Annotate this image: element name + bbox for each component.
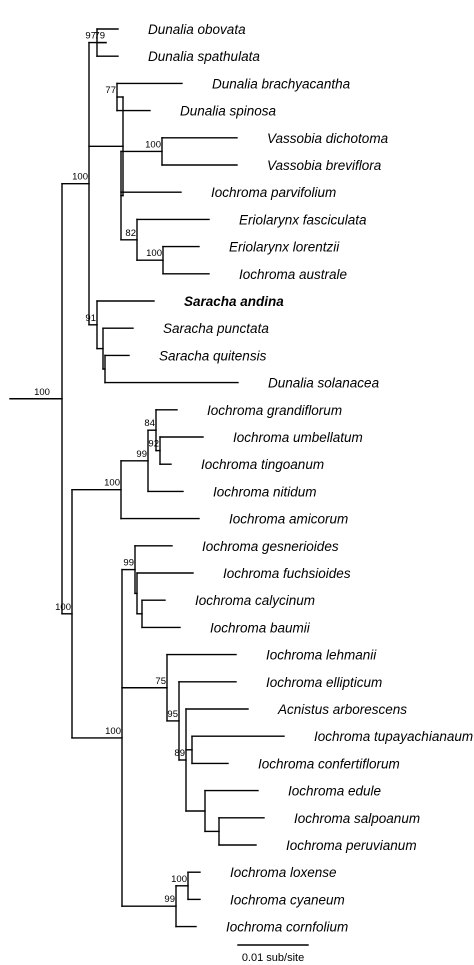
taxon-label: Iochroma calycinum: [195, 593, 315, 608]
taxon-label: Iochroma ellipticum: [266, 675, 382, 690]
taxon-label: Iochroma nitidum: [213, 484, 317, 499]
taxon-label: Iochroma confertiflorum: [258, 756, 400, 771]
scale-bar: 0.01 sub/site: [237, 944, 309, 964]
support-value: 97: [85, 31, 96, 42]
tree-branches: [9, 28, 285, 928]
support-value: 100: [105, 726, 121, 737]
taxon-label: Iochroma umbellatum: [233, 430, 363, 445]
support-value: 100: [72, 172, 88, 183]
taxon-label: Iochroma edule: [288, 784, 381, 799]
taxon-label: Dunalia obovata: [148, 22, 246, 37]
taxon-label: Dunalia spathulata: [148, 49, 260, 64]
taxon-label: Saracha quitensis: [159, 348, 267, 363]
support-value: 75: [155, 676, 166, 687]
taxon-label: Eriolarynx fasciculata: [239, 212, 367, 227]
taxon-label: Iochroma baumii: [210, 620, 311, 635]
taxon-label: Dunalia brachyacantha: [212, 76, 351, 91]
scale-bar-label: 0.01 sub/site: [242, 952, 304, 964]
taxon-label: Iochroma tupayachianaum: [314, 729, 473, 744]
support-value: 91: [85, 313, 96, 324]
support-value: 99: [136, 449, 147, 460]
support-value: 79: [94, 31, 105, 42]
taxon-label: Iochroma cyaneum: [230, 892, 345, 907]
taxon-label: Dunalia solanacea: [268, 376, 380, 391]
taxon-label: Iochroma fuchsioides: [223, 566, 351, 581]
support-value: 84: [144, 418, 155, 429]
taxon-label: Iochroma salpoanum: [294, 811, 420, 826]
support-value: 100: [145, 139, 161, 150]
support-value: 95: [167, 709, 178, 720]
support-value: 100: [104, 478, 120, 489]
taxon-label: Iochroma parvifolium: [211, 185, 336, 200]
taxon-label: Acnistus arborescens: [277, 702, 407, 717]
support-value: 100: [146, 248, 162, 259]
taxon-label: Iochroma gesnerioides: [202, 539, 339, 554]
taxon-label: Iochroma amicorum: [229, 512, 348, 527]
taxon-label: Saracha andina: [184, 294, 284, 309]
taxon-label: Iochroma loxense: [230, 865, 337, 880]
support-value: 99: [164, 894, 175, 905]
support-value: 100: [55, 602, 71, 613]
support-value: 82: [125, 228, 136, 239]
support-value: 77: [105, 85, 116, 96]
taxon-label: Saracha punctata: [163, 321, 269, 336]
support-value: 100: [171, 874, 187, 885]
taxon-label: Iochroma australe: [239, 267, 347, 282]
taxon-label: Iochroma peruvianum: [286, 838, 417, 853]
taxon-label: Iochroma grandiflorum: [207, 403, 342, 418]
support-value: 99: [123, 558, 134, 569]
taxon-label: Vassobia breviflora: [267, 158, 382, 173]
support-value: 92: [148, 439, 159, 450]
support-value: 89: [174, 748, 185, 759]
taxon-label: Iochroma lehmanii: [266, 648, 377, 663]
taxon-label: Vassobia dichotoma: [267, 131, 389, 146]
taxon-label: Eriolarynx lorentzii: [229, 240, 340, 255]
taxon-label: Iochroma cornfolium: [226, 920, 348, 935]
taxon-label: Iochroma tingoanum: [201, 457, 324, 472]
support-value-root: 100: [34, 387, 50, 398]
taxon-label: Dunalia spinosa: [180, 104, 277, 119]
